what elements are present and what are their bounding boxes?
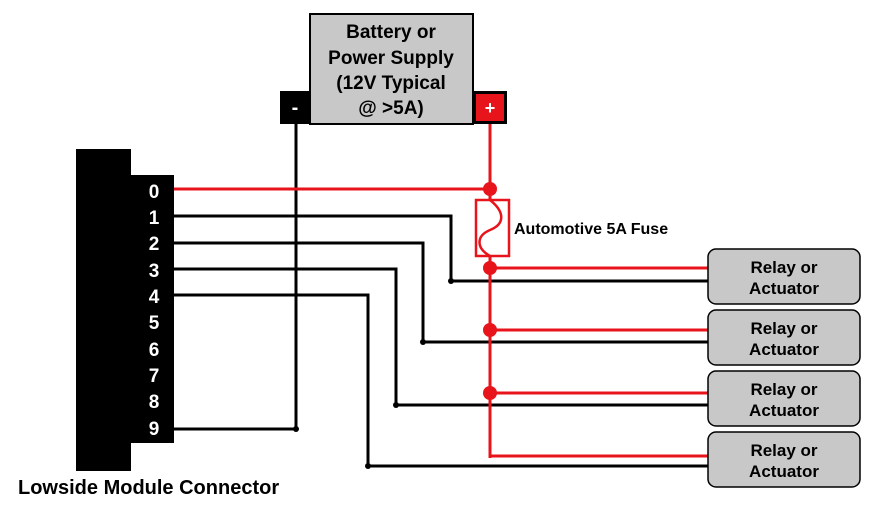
load-box: Relay or Actuator <box>707 370 861 427</box>
pin-label: 7 <box>149 366 160 387</box>
power-supply-label-line-3: (12V Typical <box>336 73 445 94</box>
control-wire-pin-1 <box>174 214 708 283</box>
negative-terminal-label: - <box>292 97 299 119</box>
pin-label: 1 <box>149 208 160 229</box>
junction-dot <box>448 278 454 284</box>
load-label-line-1: Relay or <box>750 258 817 277</box>
load-label-line-2: Actuator <box>749 279 819 298</box>
fuse-label: Automotive 5A Fuse <box>514 221 668 238</box>
load-label-line-2: Actuator <box>749 401 819 420</box>
junction-dot <box>483 386 497 400</box>
ground-wire <box>174 124 298 431</box>
positive-terminal <box>476 94 504 121</box>
pin-label: 2 <box>149 234 160 255</box>
power-supply-label-line-2: Power Supply <box>328 48 454 69</box>
positive-terminal-label: + <box>485 98 496 118</box>
connector-pin-strip <box>131 175 174 443</box>
power-supply-label-line-4: @ >5A) <box>358 98 424 119</box>
load-box: Relay or Actuator <box>707 309 861 366</box>
control-wire-pin-3 <box>174 267 708 407</box>
junction-dot <box>420 339 426 345</box>
fuse-element <box>478 199 503 258</box>
control-wire-pin-2 <box>174 241 708 344</box>
junction-dot <box>483 261 497 275</box>
negative-terminal <box>280 91 310 124</box>
junction-dot <box>365 463 371 469</box>
load-box: Relay or Actuator <box>707 431 861 488</box>
pin-label: 6 <box>149 340 160 361</box>
pin-label: 4 <box>149 287 160 308</box>
connector-title: Lowside Module Connector <box>18 477 279 499</box>
pin-label: 3 <box>149 261 160 282</box>
load-label-line-1: Relay or <box>750 319 817 338</box>
junction-dot <box>293 426 299 432</box>
connector-body <box>76 149 131 471</box>
junction-dot <box>483 323 497 337</box>
junction-dot <box>483 182 497 196</box>
load-label-line-1: Relay or <box>750 380 817 399</box>
pin-label: 0 <box>149 182 160 203</box>
load-label-line-2: Actuator <box>749 462 819 481</box>
load-label-line-1: Relay or <box>750 441 817 460</box>
pin-label: 5 <box>149 313 160 334</box>
load-box: Relay or Actuator <box>707 248 861 305</box>
junction-dot <box>393 402 399 408</box>
control-wire-pin-4 <box>174 293 708 468</box>
load-label-line-2: Actuator <box>749 340 819 359</box>
pin-label: 8 <box>149 392 160 413</box>
power-supply-label-line-1: Battery or <box>346 22 436 43</box>
pin-label: 9 <box>149 419 160 440</box>
power-supply-box <box>309 13 474 125</box>
connector-pin-labels: 0 1 2 3 4 5 6 7 8 9 <box>149 182 160 440</box>
